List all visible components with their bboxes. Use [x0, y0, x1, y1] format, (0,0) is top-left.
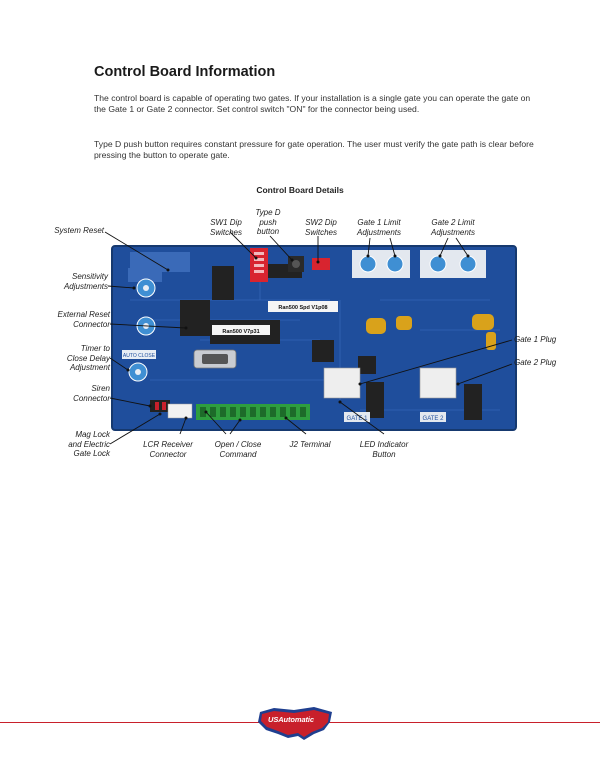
- callout-j2: J2 Terminal: [289, 440, 331, 449]
- callout-timer: Timer to Close Delay Adjustment: [66, 344, 110, 372]
- chip1-label: Ran500 Spd V1p08: [278, 305, 327, 311]
- intro-paragraph: The control board is capable of operatin…: [94, 93, 531, 114]
- limit-pots: [352, 250, 486, 278]
- callout-mag-lock: Mag Lock and Electric Gate Lock: [68, 430, 110, 458]
- terminal-strip: [196, 404, 310, 420]
- callout-led: LED Indicator Button: [359, 440, 409, 459]
- gate1-board-label: GATE 1: [347, 416, 369, 422]
- page-title: Control Board Information: [94, 64, 276, 80]
- auto-close-label: AUTO CLOSE: [123, 353, 156, 359]
- callout-open-close: Open / Close Command: [214, 440, 262, 459]
- callout-sw2: SW2 Dip Switches: [304, 218, 337, 237]
- sw2-dip-switch: [312, 258, 330, 270]
- figure-title: Control Board Details: [256, 185, 344, 195]
- callout-external-reset: External Reset Connector: [57, 310, 110, 329]
- callout-type-d: Type D push button: [255, 208, 281, 236]
- usautomatic-logo: [258, 707, 332, 740]
- callout-gate1-limit: Gate 1 Limit Adjustments: [356, 218, 402, 237]
- logo-text: USAutomatic: [268, 715, 314, 724]
- callout-gate2-limit: Gate 2 Limit Adjustments: [430, 218, 476, 237]
- chip2-label: Ran500 V7p31: [222, 329, 259, 335]
- callout-gate1-plug: Gate 1 Plug: [514, 335, 557, 344]
- gate1-plug: [323, 367, 361, 399]
- callout-sensitivity: Sensitivity Adjustments: [63, 272, 108, 291]
- callout-system-reset: System Reset: [54, 226, 104, 235]
- callout-lcr: LCR Receiver Connector: [143, 440, 193, 459]
- callout-sw1: SW1 Dip Switches: [209, 218, 242, 237]
- callout-siren: Siren Connector: [73, 384, 110, 403]
- gate2-plug: [419, 367, 457, 399]
- callout-gate2-plug: Gate 2 Plug: [514, 358, 557, 367]
- gate2-board-label: GATE 2: [423, 416, 445, 422]
- type-d-paragraph: Type D push button requires constant pre…: [94, 139, 534, 160]
